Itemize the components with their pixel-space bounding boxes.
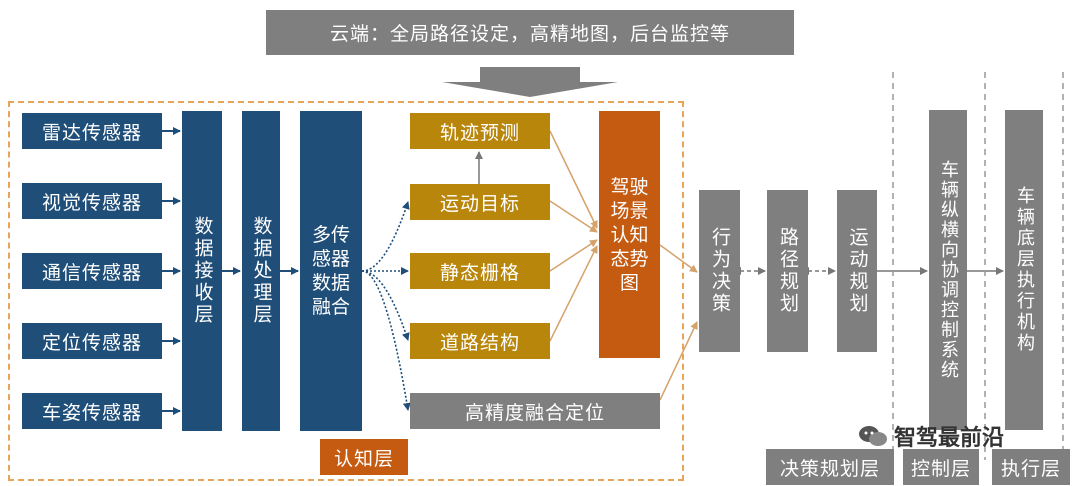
execution-layer-label: 执行层 — [992, 449, 1070, 485]
trajectory-prediction: 轨迹预测 — [410, 113, 550, 149]
path-planning: 路径规划 — [767, 190, 808, 352]
vehicle-execution: 车辆底层执行机构 — [1005, 110, 1043, 430]
watermark-text: 智驾最前沿 — [894, 426, 1005, 451]
behavior-decision-label: 行为决策 — [709, 227, 731, 315]
driving-situation-label: 驾驶场景认知态势图 — [610, 175, 649, 294]
hd-fusion-localization: 高精度融合定位 — [410, 393, 660, 429]
sensor-radar: 雷达传感器 — [22, 113, 162, 149]
motion-planning-label: 运动规划 — [846, 227, 869, 315]
sensor-positioning: 定位传感器 — [22, 323, 162, 359]
road-structure: 道路结构 — [410, 323, 550, 359]
data-receive-layer: 数据接收层 — [182, 111, 222, 431]
watermark: 智驾最前沿 — [858, 420, 1004, 452]
sensor-communication: 通信传感器 — [22, 253, 162, 289]
sensor-fusion-label: 多传感器数据融合 — [311, 224, 350, 318]
vehicle-control-system: 车辆纵横向协调控制系统 — [929, 110, 967, 430]
behavior-decision: 行为决策 — [699, 190, 740, 352]
driving-situation-map: 驾驶场景认知态势图 — [599, 111, 660, 358]
wechat-icon — [859, 426, 887, 446]
decision-planning-layer-label: 决策规划层 — [766, 449, 894, 485]
cognition-layer-label: 认知层 — [320, 439, 408, 475]
data-receive-label: 数据接收层 — [191, 216, 214, 326]
data-process-layer: 数据处理层 — [242, 111, 280, 431]
moving-target: 运动目标 — [410, 184, 550, 220]
motion-planning: 运动规划 — [837, 190, 877, 352]
sensor-attitude: 车姿传感器 — [22, 393, 162, 429]
vehicle-execution-label: 车辆底层执行机构 — [1014, 186, 1035, 354]
cognition-layer-container — [8, 101, 684, 481]
cloud-banner: 云端：全局路径设定，高精地图，后台监控等 — [266, 10, 794, 55]
control-layer-label: 控制层 — [903, 449, 979, 485]
sensor-vision: 视觉传感器 — [22, 183, 162, 219]
sensor-fusion-box: 多传感器数据融合 — [300, 111, 362, 431]
path-planning-label: 路径规划 — [777, 227, 799, 315]
vehicle-control-label: 车辆纵横向协调控制系统 — [938, 160, 959, 380]
cloud-down-arrow — [442, 67, 618, 97]
static-grid: 静态栅格 — [410, 253, 550, 289]
data-process-label: 数据处理层 — [250, 216, 273, 326]
